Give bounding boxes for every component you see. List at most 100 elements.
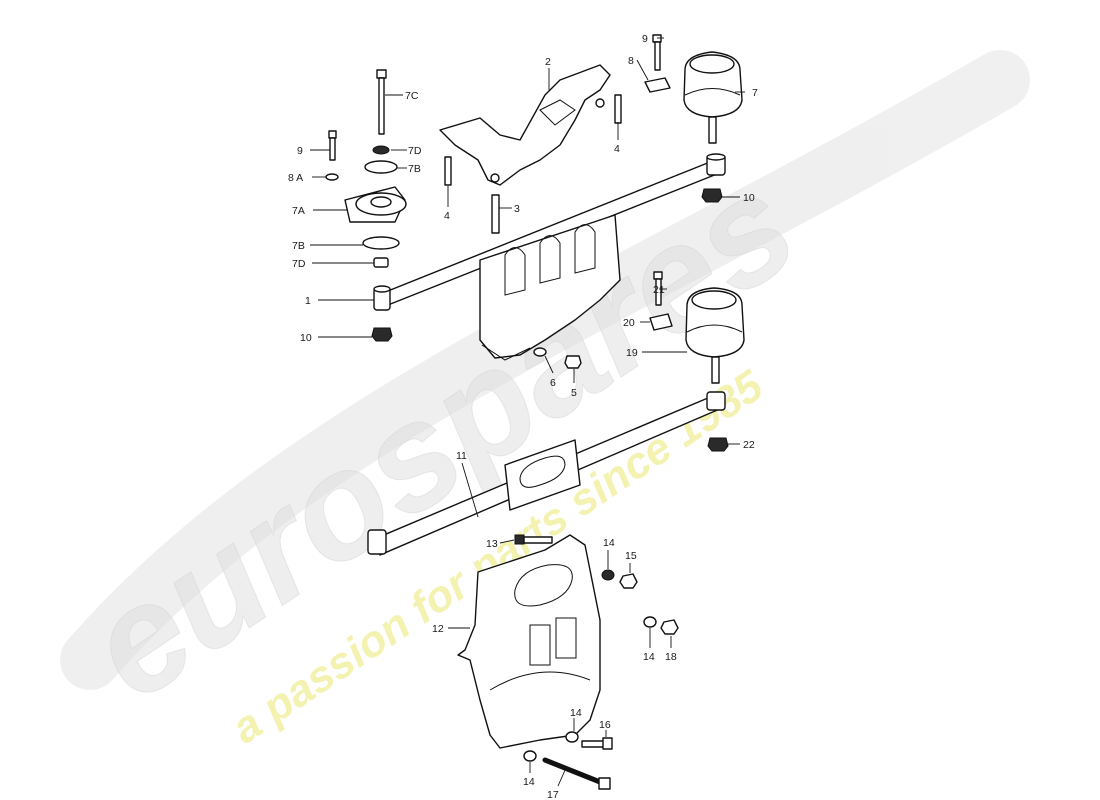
callout-1: 1 [305, 295, 311, 307]
callout-16: 16 [599, 719, 611, 731]
mount-7-top [689, 54, 735, 74]
bolt-9-left-head [328, 130, 337, 139]
callout-6: 6 [550, 377, 556, 389]
callout-19: 19 [626, 347, 638, 359]
nut-10-left [371, 327, 393, 342]
washer-14-c [565, 731, 579, 743]
stud-4-left [444, 156, 452, 186]
washer-8a [325, 173, 339, 181]
callout-17: 17 [547, 789, 559, 800]
bracket-20 [649, 313, 673, 331]
callout-15: 15 [625, 550, 637, 562]
bushing-1-left-top [373, 285, 391, 293]
washer-14-d [523, 750, 537, 762]
mount-7-stud [708, 116, 717, 144]
callout-4-right: 4 [614, 143, 620, 155]
mount-19-stud [711, 356, 720, 384]
crossmember-1 [371, 153, 726, 369]
bolt-9-top-shank [654, 41, 661, 71]
mount-19-rib [686, 324, 743, 333]
callout-7a: 7A [292, 205, 305, 217]
washer-6 [533, 347, 547, 357]
washer-14-a [601, 569, 615, 581]
nut-5 [564, 355, 582, 369]
callout-9-left: 9 [297, 145, 303, 157]
bracket-2-cutout [539, 99, 576, 126]
callout-14-b: 14 [643, 651, 655, 663]
bushing-1-right-top [706, 153, 726, 161]
bolt-21-shank [655, 278, 662, 306]
shield-window-right [555, 617, 577, 659]
nut-22 [707, 437, 729, 452]
callout-14-d: 14 [523, 776, 535, 788]
bolt-17-head [598, 777, 611, 790]
spacer-7d-top [372, 145, 390, 155]
bolt-16-shank [581, 740, 605, 748]
bolt-13-head [514, 534, 525, 545]
shield-window-left [529, 624, 551, 666]
callout-labels: 9 8 2 7 7C 4 9 7D 7B 8 A 7A 4 3 10 7B 7D… [288, 33, 758, 800]
bracket-2-hole [595, 98, 605, 108]
callout-3: 3 [514, 203, 520, 215]
watermark-swoosh [60, 50, 1030, 690]
bolt-13-shank [523, 536, 553, 544]
left-mount-stack [325, 69, 407, 268]
callout-5: 5 [571, 387, 577, 399]
callout-8a: 8 A [288, 172, 303, 184]
washer-7b-top [364, 160, 398, 174]
callout-4-left: 4 [444, 210, 450, 222]
washer-7b-bottom [362, 236, 400, 250]
callout-11: 11 [456, 450, 467, 462]
bracket-2-hole-lower [490, 173, 500, 183]
callout-18: 18 [665, 651, 677, 663]
callout-7d-bottom: 7D [292, 258, 306, 270]
crossmember-11 [367, 391, 729, 556]
bolt-7c-shank [378, 77, 385, 135]
bushing-11-left [367, 529, 387, 555]
callout-10-left: 10 [300, 332, 312, 344]
stud-4-right [614, 94, 622, 124]
callout-20: 20 [623, 317, 635, 329]
callout-14-c: 14 [570, 707, 582, 719]
bracket-2-body [439, 64, 611, 186]
callout-10-right: 10 [743, 192, 755, 204]
heat-shield-12 [457, 534, 679, 790]
shield-edge-curve [489, 671, 591, 691]
plate-rib-1 [504, 247, 526, 296]
nut-18 [660, 619, 679, 635]
mount-19-top [691, 290, 737, 310]
plate-foot [481, 344, 531, 361]
bolt-7c-head [376, 69, 387, 79]
leader-lines [310, 37, 745, 787]
callout-8-top: 8 [628, 55, 634, 67]
bolt-9-left-shank [329, 137, 336, 161]
callout-7c: 7C [405, 90, 419, 102]
engine-mount-19 [649, 271, 745, 384]
bolt-9-top-head [652, 34, 662, 43]
callout-7b-bottom: 7B [292, 240, 305, 252]
bolt-16-head [602, 737, 613, 750]
callout-2: 2 [545, 56, 551, 68]
mount-7a-center [370, 196, 392, 208]
nut-10-right [701, 188, 723, 203]
nut-15 [619, 573, 638, 589]
plate-rib-3 [574, 224, 596, 274]
bolt-17-shank [542, 757, 603, 785]
engine-mount-7 [644, 34, 743, 144]
callout-7b-top: 7B [408, 163, 421, 175]
callout-13: 13 [486, 538, 498, 550]
callout-7d-top: 7D [408, 145, 422, 157]
plate-rib-2 [539, 235, 561, 284]
callout-14-a: 14 [603, 537, 615, 549]
callout-22: 22 [743, 439, 755, 451]
washer-14-b [643, 616, 657, 628]
callout-21: 21 [653, 284, 665, 296]
bracket-2 [439, 64, 622, 234]
callout-12: 12 [432, 623, 444, 635]
bushing-11-right [706, 391, 726, 411]
shield-slot [514, 564, 573, 607]
bracket-8 [644, 77, 671, 93]
callout-9-top: 9 [642, 33, 648, 45]
crossmember-11-slot [519, 455, 566, 488]
